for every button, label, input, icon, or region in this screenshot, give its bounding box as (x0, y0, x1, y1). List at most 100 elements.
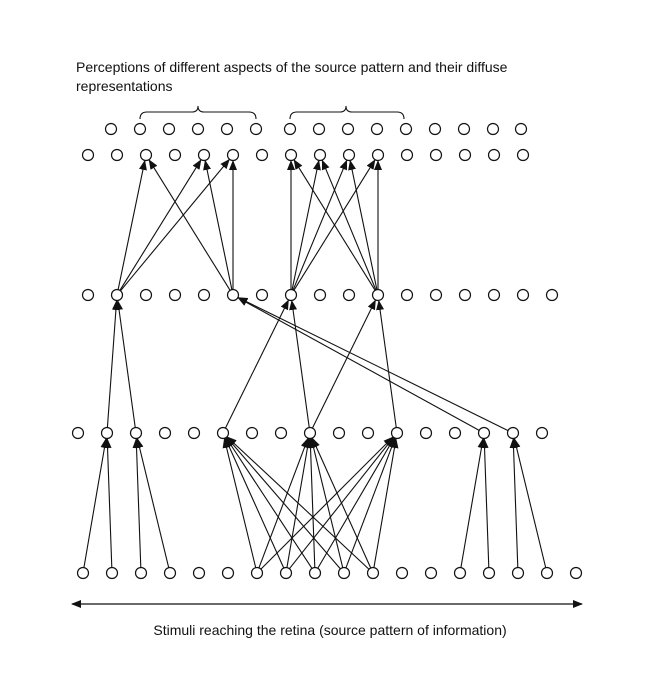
neuron-node (448, 426, 462, 440)
neuron-node (486, 122, 500, 136)
neuron-node (249, 122, 263, 136)
neuron-node (371, 148, 385, 162)
connection-arrows (83, 158, 547, 570)
neuron-node (458, 288, 472, 302)
neuron-node (477, 426, 491, 440)
neuron-node (283, 122, 297, 136)
neuron-node (516, 288, 530, 302)
neuron-node (250, 566, 264, 580)
neuron-node (133, 122, 147, 136)
connection-arrow (106, 299, 120, 428)
neuron-node (221, 566, 235, 580)
connection-arrow (292, 159, 348, 291)
neuron-node (104, 122, 118, 136)
neuron-node (81, 288, 95, 302)
connection-arrow (480, 438, 490, 568)
neuron-node (129, 426, 143, 440)
neuron-node (110, 288, 124, 302)
connection-arrow (306, 438, 316, 568)
neuron-node (390, 426, 404, 440)
connection-arrow (120, 158, 230, 292)
right-group-brace (289, 105, 405, 120)
neuron-node (313, 148, 327, 162)
neuron-node (399, 122, 413, 136)
neuron-node (313, 288, 327, 302)
connection-arrow (289, 299, 310, 428)
neuron-node (366, 566, 380, 580)
neuron-node (332, 426, 346, 440)
neuron-node (192, 566, 206, 580)
connection-arrow (225, 437, 313, 569)
neuron-node (197, 148, 211, 162)
neuron-node (110, 148, 124, 162)
neuron-node (226, 288, 240, 302)
connection-arrow (376, 299, 397, 428)
connection-arrow (119, 159, 202, 291)
connection-arrow (132, 438, 142, 568)
neuron-node (514, 122, 528, 136)
neuron-node (429, 288, 443, 302)
connection-arrow (224, 299, 289, 429)
neuron-node (163, 566, 177, 580)
neuron-node (158, 426, 172, 440)
neuron-node (400, 288, 414, 302)
neuron-node (458, 148, 472, 162)
neuron-node (428, 122, 442, 136)
neuron-node (81, 148, 95, 162)
neuron-node (312, 122, 326, 136)
connection-arrow (321, 159, 377, 291)
neuron-node (545, 288, 559, 302)
connection-arrow (224, 437, 285, 569)
connection-arrow (117, 159, 147, 290)
neuron-node (482, 566, 496, 580)
connection-arrow (237, 297, 509, 432)
connection-arrow (226, 436, 370, 570)
neuron-node (71, 426, 85, 440)
neuron-node (139, 288, 153, 302)
connection-arrow (345, 437, 396, 569)
connection-arrow (317, 437, 395, 569)
left-group-brace (139, 105, 257, 120)
connection-arrow (348, 159, 378, 290)
neuron-node (139, 148, 153, 162)
connection-arrow (115, 299, 136, 428)
neuron-node (342, 288, 356, 302)
neuron-node (187, 426, 201, 440)
neuron-node (341, 122, 355, 136)
neuron-node (216, 426, 230, 440)
neuron-node (100, 426, 114, 440)
bottom-caption: Stimuli reaching the retina (source patt… (153, 622, 507, 638)
neuron-node (487, 288, 501, 302)
neuron-node (429, 148, 443, 162)
neuron-node (569, 566, 583, 580)
connection-arrow (373, 437, 399, 568)
neuron-node (162, 122, 176, 136)
neuron-node (540, 566, 554, 580)
neuron-node (457, 122, 471, 136)
connection-arrow (237, 297, 480, 431)
top-caption: Perceptions of different aspects of the … (76, 59, 508, 94)
grouping-braces (139, 105, 405, 120)
neuron-node (506, 426, 520, 440)
neuron-node (535, 426, 549, 440)
neuron-node (191, 122, 205, 136)
neuron-node (76, 566, 90, 580)
connection-arrow (311, 437, 372, 569)
neuron-node (168, 288, 182, 302)
connection-arrow (293, 159, 376, 291)
neuron-node (511, 566, 525, 580)
connection-arrow (309, 437, 344, 568)
connection-arrow (148, 159, 231, 291)
neuron-node (371, 288, 385, 302)
neuron-node (105, 566, 119, 580)
connection-arrow (135, 437, 170, 568)
connection-arrow (203, 159, 233, 290)
connection-arrow (103, 438, 113, 568)
connection-arrow (222, 437, 257, 568)
neuron-node (284, 288, 298, 302)
neuron-node (245, 426, 259, 440)
neuron-node (255, 288, 269, 302)
connection-arrow (83, 437, 109, 568)
neuron-node (419, 426, 433, 440)
